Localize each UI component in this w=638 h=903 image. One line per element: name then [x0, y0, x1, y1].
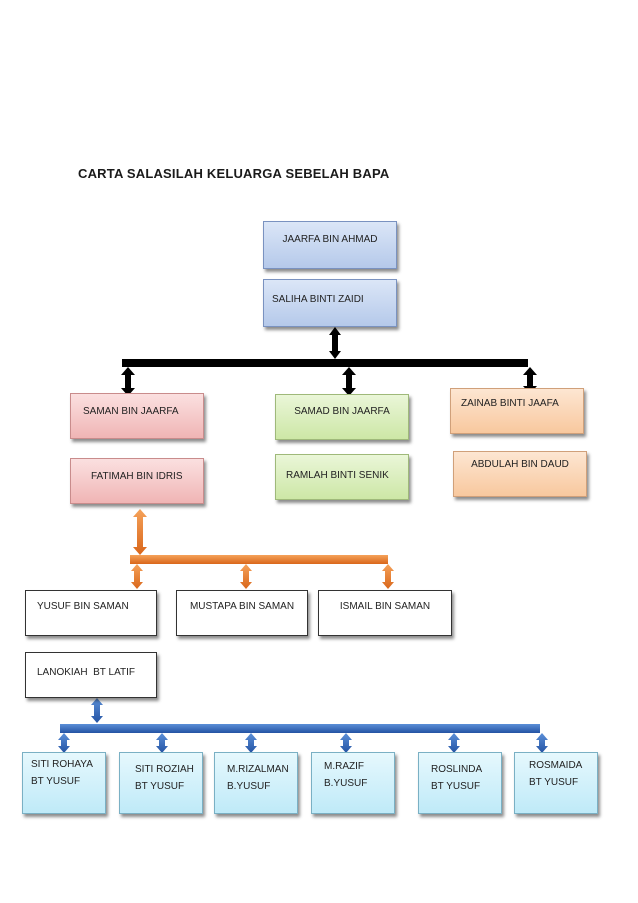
double-arrow-icon: [156, 733, 168, 753]
person-name: FATIMAH BIN IDRIS: [91, 471, 183, 482]
person-box-roslinda: ROSLINDA BT YUSUF: [418, 752, 502, 814]
double-arrow-icon: [245, 733, 257, 753]
person-name-line2: BT YUSUF: [431, 780, 481, 792]
double-arrow-icon: [133, 509, 147, 555]
person-name-line1: ROSLINDA: [431, 764, 483, 775]
person-name: RAMLAH BINTI SENIK: [286, 470, 389, 481]
person-box-samad: SAMAD BIN JAARFA: [275, 394, 409, 440]
person-name: MUSTAPA BIN SAMAN: [189, 601, 295, 612]
person-name-line1: SITI ROZIAH: [135, 764, 194, 775]
double-arrow-icon: [329, 327, 341, 359]
double-arrow-icon: [121, 367, 135, 396]
person-name-line2: B.YUSUF: [227, 780, 271, 792]
person-box-siti-rohaya: SITI ROHAYA BT YUSUF: [22, 752, 106, 814]
double-arrow-icon: [340, 733, 352, 753]
person-box-saman: SAMAN BIN JAARFA: [70, 393, 204, 439]
person-box-rosmaida: ROSMAIDA BT YUSUF: [514, 752, 598, 814]
person-box-ramlah: RAMLAH BINTI SENIK: [275, 454, 409, 500]
person-box-mustapa: MUSTAPA BIN SAMAN: [176, 590, 308, 636]
double-arrow-icon: [58, 733, 70, 753]
double-arrow-icon: [342, 367, 356, 396]
person-name-line2: BT YUSUF: [31, 775, 81, 787]
person-name-line1: M.RAZIF: [324, 761, 364, 772]
person-box-ismail: ISMAIL BIN SAMAN: [318, 590, 452, 636]
person-name-line2: BT YUSUF: [529, 776, 579, 788]
person-name-line1: ROSMAIDA: [529, 760, 583, 771]
person-box-yusuf: YUSUF BIN SAMAN: [25, 590, 157, 636]
person-box-fatimah: FATIMAH BIN IDRIS: [70, 458, 204, 504]
double-arrow-icon: [523, 367, 537, 394]
person-name: ZAINAB BINTI JAAFA: [461, 398, 559, 409]
person-box-zainab: ZAINAB BINTI JAAFA: [450, 388, 584, 434]
person-name-line2: B.YUSUF: [324, 777, 368, 789]
double-arrow-icon: [131, 564, 143, 589]
person-name-line1: SITI ROHAYA: [31, 759, 93, 770]
blue-connector: [58, 698, 548, 753]
double-arrow-icon: [382, 564, 394, 589]
double-arrow-icon: [91, 698, 103, 723]
person-box-saliha: SALIHA BINTI ZAIDI: [263, 279, 397, 327]
person-name: YUSUF BIN SAMAN: [37, 601, 129, 612]
double-arrow-icon: [448, 733, 460, 753]
person-name: SAMAN BIN JAARFA: [83, 406, 179, 417]
person-name-line2: BT YUSUF: [135, 780, 185, 792]
person-name: SALIHA BINTI ZAIDI: [272, 294, 364, 305]
person-box-siti-roziah: SITI ROZIAH BT YUSUF: [119, 752, 203, 814]
person-box-jaarfa: JAARFA BIN AHMAD: [263, 221, 397, 269]
person-box-lanokiah: LANOKIAH BT LATIF: [25, 652, 157, 698]
person-name: LANOKIAH BT LATIF: [37, 667, 135, 678]
double-arrow-icon: [240, 564, 252, 589]
double-arrow-icon: [536, 733, 548, 753]
person-name: JAARFA BIN AHMAD: [282, 234, 378, 245]
person-box-m-razif: M.RAZIF B.YUSUF: [311, 752, 395, 814]
person-name-line1: M.RIZALMAN: [227, 764, 289, 775]
black-connector: [121, 327, 537, 396]
orange-connector: [130, 509, 394, 589]
chart-title: CARTA SALASILAH KELUARGA SEBELAH BAPA: [78, 166, 390, 181]
person-box-abdulah: ABDULAH BIN DAUD: [453, 451, 587, 497]
person-box-m-rizalman: M.RIZALMAN B.YUSUF: [214, 752, 298, 814]
person-name: SAMAD BIN JAARFA: [294, 406, 390, 417]
person-name: ABDULAH BIN DAUD: [471, 459, 569, 470]
person-name: ISMAIL BIN SAMAN: [339, 601, 431, 612]
